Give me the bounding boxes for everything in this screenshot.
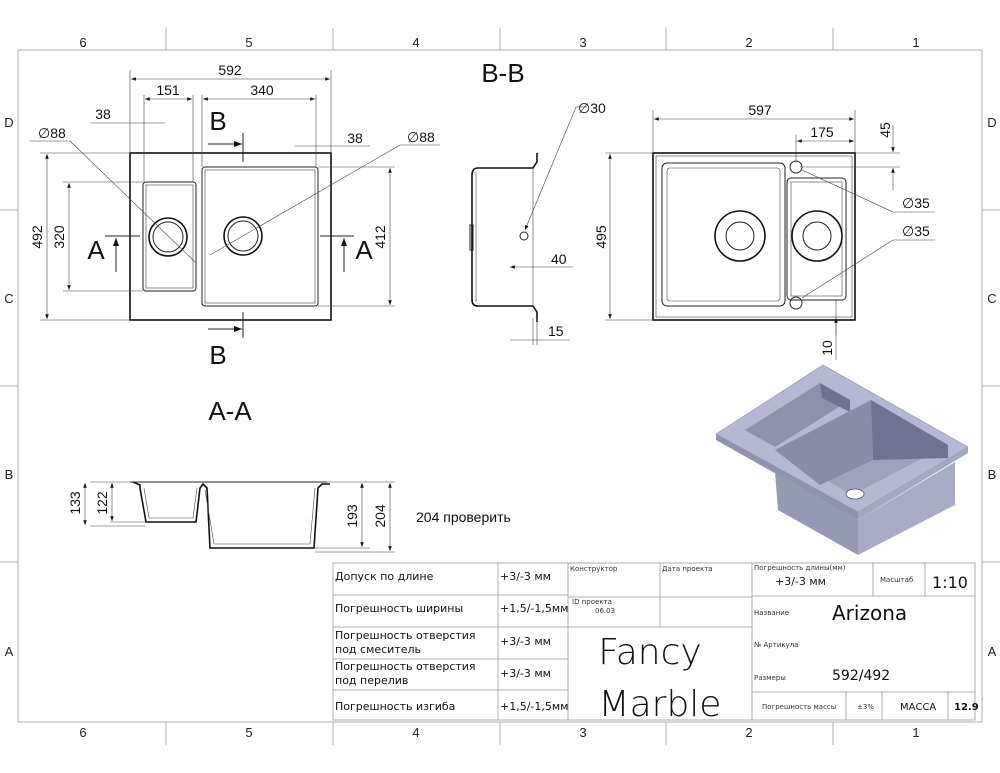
dim-38-right: 38 [347,130,363,146]
col-label: 6 [79,725,86,740]
col-label: 4 [412,725,419,740]
row-label: D [987,115,996,130]
dim-597: 597 [748,102,772,118]
drawing-frame: 6 5 4 3 2 1 6 5 4 3 2 1 D C B A D C B A [0,28,1000,745]
name-label: Название [754,609,789,617]
col-label: 3 [579,35,586,50]
cut-label-b-top: B [209,106,226,136]
dim-204: 204 [372,504,388,528]
mass-tol-value: ±3% [857,703,874,711]
col-label: 1 [912,35,919,50]
brand-logo-line2: Marble [599,684,722,725]
side-view-bb: ∅30 40 15 [469,100,606,345]
tolerance-label: под перелив [335,674,408,687]
cut-label-a-right: A [355,235,373,265]
dim-38-left: 38 [95,106,111,122]
dim-592: 592 [218,62,242,78]
designer-label: Конструктор [570,565,618,573]
tolerance-value: +3/-3 мм [500,667,551,680]
col-label: 4 [412,35,419,50]
scale-value: 1:10 [932,573,968,592]
dim-15: 15 [548,323,564,339]
project-id-label: ID проекта [572,598,612,606]
size-label: Размеры [754,674,786,682]
row-label: A [5,644,14,659]
col-label: 2 [745,725,752,740]
tolerance-label: Погрешность отверстия [335,660,476,673]
date-label: Дата проекта [662,565,713,573]
sink-3d-render [715,364,969,555]
section-aa-title: A-A [208,396,252,426]
dim-hole-right: ∅88 [407,129,435,145]
dim-hole-30: ∅30 [578,100,606,116]
section-bb-title: B-B [481,58,524,88]
tolerance-label: Допуск по длине [335,570,434,583]
size-value: 592/492 [832,668,890,684]
product-name: Arizona [832,601,907,625]
mass-tol-label: Погрешность массы [762,703,836,711]
cut-label-a-left: A [87,235,105,265]
row-label: D [4,115,13,130]
mass-value: 12.9 [954,702,979,713]
col-label: 6 [79,35,86,50]
dim-hole-left: ∅88 [38,125,66,141]
dim-tap-hole-1: ∅35 [902,195,930,211]
row-label: C [4,291,13,306]
tolerance-value: +1,5/-1,5мм [500,602,568,615]
col-label: 2 [745,35,752,50]
title-block: Допуск по длине +3/-3 мм Погрешность шир… [332,562,979,725]
tolerance-label: Погрешность изгиба [335,700,455,713]
article-label: № Артикула [754,641,799,649]
scale-label: Масштаб [880,576,913,584]
dim-175: 175 [810,124,834,140]
col-label: 3 [579,725,586,740]
tolerance-value: +1,5/-1,5мм [500,700,568,713]
length-tol-value: +3/-3 мм [775,575,826,588]
dim-45: 45 [877,122,893,138]
dim-193: 193 [344,504,360,528]
top-view: 592 151 340 38 38 ∅88 ∅88 492 320 412 B … [29,62,440,370]
dim-122: 122 [94,491,110,515]
dim-tap-hole-2: ∅35 [902,223,930,239]
note-check-204: 204 проверить [416,509,511,525]
col-label: 5 [245,725,252,740]
row-label: B [5,467,14,482]
dim-492: 492 [29,225,45,249]
dim-40: 40 [551,251,567,267]
mass-label: МАССА [900,702,936,713]
tolerance-label: под смеситель [335,643,421,656]
brand-logo-line1: Fancy [598,632,701,673]
tolerance-label: Погрешность отверстия [335,629,476,642]
tolerance-label: Погрешность ширины [335,602,463,615]
row-label: A [988,644,997,659]
dim-412: 412 [372,225,388,249]
cut-label-b-bottom: B [209,340,226,370]
dim-151: 151 [156,82,180,98]
col-label: 5 [245,35,252,50]
dim-320: 320 [51,225,67,249]
row-label: C [987,291,996,306]
dim-10: 10 [819,340,835,356]
length-tol-label: Погрешность длины(мм) [754,564,846,572]
row-label: B [988,467,997,482]
tolerance-value: +3/-3 мм [500,570,551,583]
project-id-value: 06.03 [595,607,615,615]
dim-340: 340 [250,82,274,98]
section-aa-view: 133 122 193 204 204 проверить [67,481,511,553]
dim-133: 133 [67,491,83,515]
col-label: 1 [912,725,919,740]
tolerance-value: +3/-3 мм [500,635,551,648]
bottom-view: 597 175 45 495 ∅35 ∅35 10 [593,102,935,360]
dim-495: 495 [593,225,609,249]
